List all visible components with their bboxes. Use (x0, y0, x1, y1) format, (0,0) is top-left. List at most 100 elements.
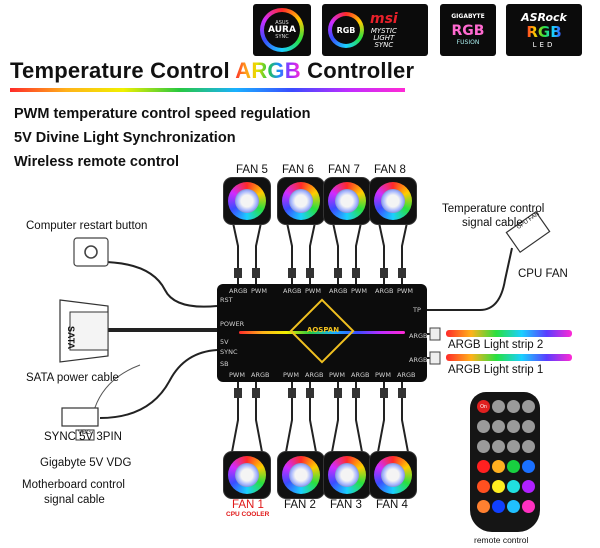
right-port-tp: TP (413, 306, 421, 314)
bottom-port-4: ARGB (305, 371, 324, 379)
gigabyte-rgb-text: RGB (451, 23, 485, 39)
fan-7 (324, 178, 370, 224)
msi-mystic-text: MYSTIC (370, 26, 397, 35)
remote-button[interactable] (522, 420, 535, 433)
fan-1-icon (228, 456, 266, 494)
remote-button[interactable] (522, 440, 535, 453)
bottom-port-3: PWM (283, 371, 299, 379)
controller-light-bar (239, 331, 405, 334)
wire-restart (91, 260, 218, 308)
feature-remote: Wireless remote control (14, 154, 180, 170)
fan-5 (224, 178, 270, 224)
remote-button[interactable] (477, 500, 490, 513)
remote-label: remote control (474, 535, 529, 545)
left-port-5v: 5V (220, 338, 229, 346)
fan-3 (324, 452, 370, 498)
remote-button[interactable] (507, 480, 520, 493)
wire-sync (99, 349, 218, 419)
fan-8-label: FAN 8 (374, 164, 406, 176)
remote-button[interactable] (477, 480, 490, 493)
argb-strip-2 (446, 330, 572, 337)
remote-button[interactable] (492, 400, 505, 413)
asrock-rgb-led-logo: ASRock RGB LED (506, 4, 582, 56)
restart-button-label: Computer restart button (26, 220, 148, 232)
remote-button[interactable] (492, 460, 505, 473)
bottom-port-8: ARGB (397, 371, 416, 379)
remote-button[interactable] (477, 460, 490, 473)
wire-temperature (427, 247, 513, 311)
msi-sync-text: SYNC (374, 40, 394, 49)
fan-4 (370, 452, 416, 498)
mb-signal-label-2: signal cable (44, 494, 105, 506)
top-port-8: PWM (397, 287, 413, 295)
remote-button[interactable] (507, 400, 520, 413)
remote-button[interactable] (522, 500, 535, 513)
fan-1-label: FAN 1 (232, 499, 264, 511)
title-prefix: Temperature Control (10, 58, 236, 83)
msi-rgb-text: RGB (336, 25, 356, 35)
bottom-port-7: PWM (375, 371, 391, 379)
temp-signal-label-2: signal cable (462, 217, 523, 229)
bottom-port-1: PWM (229, 371, 245, 379)
remote-button[interactable] (492, 440, 505, 453)
fan-8-icon (374, 182, 412, 220)
fan-8 (370, 178, 416, 224)
fan-1-sublabel: CPU COOLER (226, 511, 270, 518)
bottom-port-5: PWM (329, 371, 345, 379)
top-port-6: PWM (351, 287, 367, 295)
fan-4-label: FAN 4 (376, 499, 408, 511)
fan-7-icon (328, 182, 366, 220)
argb-strip-1 (446, 354, 572, 361)
rainbow-underline (10, 88, 405, 92)
page-title: Temperature Control ARGB Controller (10, 58, 414, 84)
asrock-brand-text: ASRock (521, 10, 567, 24)
cpu-fan-plug (505, 211, 551, 253)
top-port-7: ARGB (375, 287, 394, 295)
sata-plug-label: SATA (66, 326, 76, 350)
fan-2-label: FAN 2 (284, 499, 316, 511)
argb-strip-2-label: ARGB Light strip 2 (448, 339, 544, 351)
remote-button[interactable] (507, 440, 520, 453)
remote-button[interactable] (522, 480, 535, 493)
remote-button[interactable]: On (477, 400, 490, 413)
left-port-rst: RST (220, 296, 233, 304)
remote-button[interactable] (492, 420, 505, 433)
msi-mystic-light-logo: RGB msi MYSTIC LIGHT SYNC (322, 4, 428, 56)
fan-5-label: FAN 5 (236, 164, 268, 176)
fan-5-icon (228, 182, 266, 220)
left-port-power: POWER (220, 320, 245, 328)
argb-controller-hub: ARGB PWM ARGB PWM ARGB PWM ARGB PWM PWM … (217, 284, 427, 382)
fan-1 (224, 452, 270, 498)
remote-button[interactable] (492, 480, 505, 493)
aura-asus-text: ASUS (275, 19, 289, 26)
remote-button[interactable] (522, 400, 535, 413)
aura-text: AURA (268, 24, 296, 35)
gigabyte-rgb-fusion-logo: GIGABYTE RGB FUSION (440, 4, 496, 56)
fan-7-label: FAN 7 (328, 164, 360, 176)
fan-6-icon (282, 182, 320, 220)
sync-plug (61, 407, 99, 427)
fan-4-icon (374, 456, 412, 494)
top-port-1: ARGB (229, 287, 248, 295)
remote-button[interactable] (477, 420, 490, 433)
msi-brand-text: msi (370, 10, 398, 27)
remote-button[interactable] (522, 460, 535, 473)
left-port-sync: SYNC (220, 348, 238, 356)
asrock-rgb-text: RGB (526, 22, 562, 41)
remote-button[interactable] (507, 500, 520, 513)
asus-aura-sync-logo: ASUS AURA SYNC (253, 4, 311, 56)
argb-strip-1-label: ARGB Light strip 1 (448, 364, 544, 376)
bottom-port-2: ARGB (251, 371, 270, 379)
aura-sync-text: SYNC (275, 33, 289, 40)
fan-3-label: FAN 3 (330, 499, 362, 511)
right-port-argb-1: ARGB (409, 356, 428, 364)
feature-sync: 5V Divine Light Synchronization (14, 130, 236, 146)
restart-button-box (73, 237, 109, 267)
remote-button[interactable] (492, 500, 505, 513)
remote-button[interactable] (507, 420, 520, 433)
remote-control: On (470, 392, 540, 532)
gigabyte-brand-text: GIGABYTE (451, 13, 485, 20)
remote-button[interactable] (477, 440, 490, 453)
remote-button[interactable] (507, 460, 520, 473)
